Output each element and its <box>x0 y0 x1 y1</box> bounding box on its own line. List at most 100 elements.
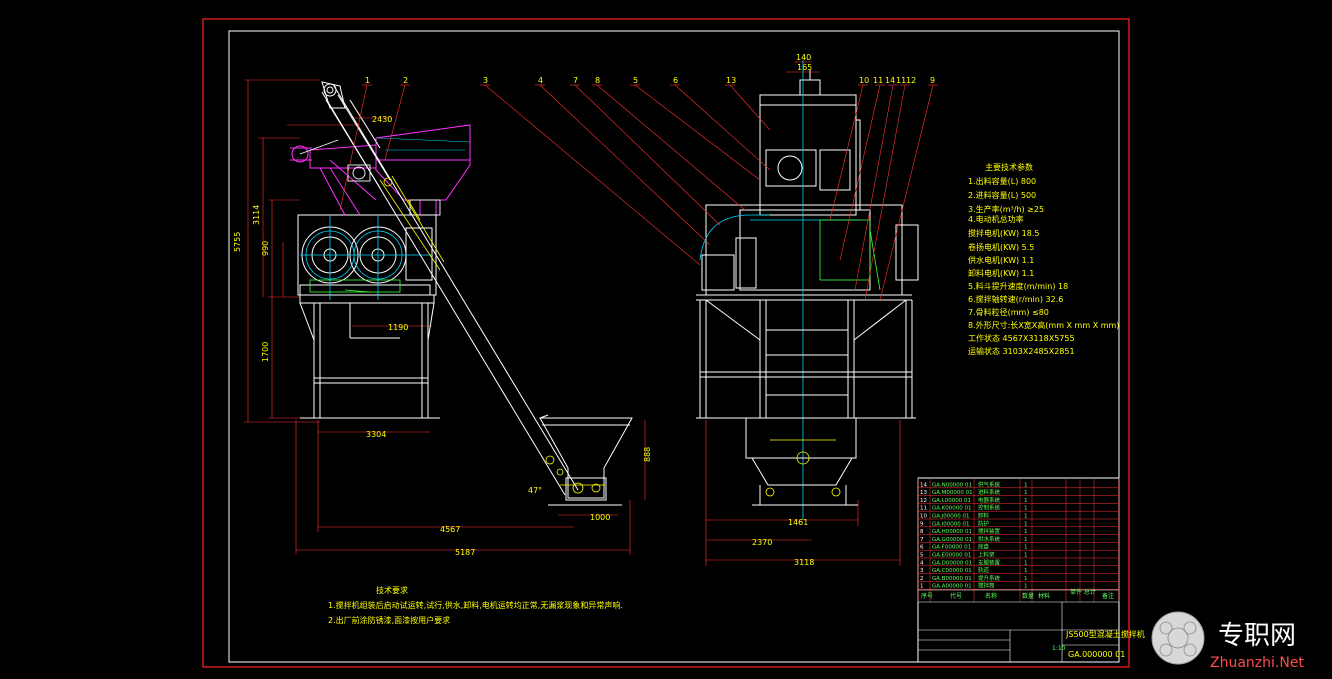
balloon-8: 8 <box>595 76 600 85</box>
watermark-logo-icon <box>1151 611 1205 665</box>
dim-angle: 47° <box>528 486 542 495</box>
balloon-3: 3 <box>483 76 488 85</box>
parts-cell: 电器系统 <box>978 496 1001 504</box>
watermark: 专职网 Zhuanzhi.Net <box>1151 611 1304 671</box>
balloon-10: 10 <box>859 76 869 85</box>
parts-cell: GA.K00000 01 <box>932 506 972 512</box>
parts-cell: GA.A00000 01 <box>932 584 972 590</box>
specs-title: 主要技术参数 <box>985 162 1033 172</box>
header-code: 代号 <box>950 592 962 600</box>
balloon-13: 13 <box>726 76 736 85</box>
outer-frame <box>202 18 1130 668</box>
parts-cell: 1 <box>1024 568 1028 574</box>
dim-width-a: 2370 <box>752 538 772 547</box>
balloon-5: 5 <box>633 76 638 85</box>
tech-line-1: 1.搅拌机组装后启动试运转,试行,供水,卸料,电机运转均正常,无漏浆现象和异常声… <box>328 600 623 610</box>
parts-cell: 控制系统 <box>978 504 1001 512</box>
parts-cell: 1 <box>1024 482 1028 488</box>
header-no: 序号 <box>921 592 933 600</box>
parts-cell: 供气系统 <box>978 480 1001 488</box>
parts-cell: 2 <box>920 576 924 582</box>
parts-cell: GA.H00000 01 <box>932 529 972 535</box>
balloon-14: 14 <box>885 76 895 85</box>
spec-line-3: 3.生产率(m³/h) ≥25 <box>968 204 1044 214</box>
spec-line-1: 1.出料容量(L) 800 <box>968 176 1036 186</box>
dim-upper-height: 3114 <box>252 205 261 225</box>
spec-line-8: 卸料电机(KW) 1.1 <box>968 268 1034 278</box>
balloon-12: 12 <box>906 76 916 85</box>
front-view: 165 140 1461 2370 3118 <box>696 53 919 567</box>
parts-cell: 1 <box>1024 506 1028 512</box>
dim-length-b: 5187 <box>455 548 475 557</box>
parts-cell: 搅拌筒 <box>978 582 995 590</box>
balloon-6: 6 <box>673 76 678 85</box>
spec-line-7: 供水电机(KW) 1.1 <box>968 255 1034 265</box>
spec-line-2: 2.进料容量(L) 500 <box>968 190 1036 200</box>
parts-cell: 供水系统 <box>978 535 1001 543</box>
spec-line-4: 4.电动机总功率 <box>968 214 1024 224</box>
dim-length-a: 4567 <box>440 525 460 534</box>
parts-cell: GA.I00000 01 <box>932 521 970 527</box>
parts-cell: 14 <box>920 482 927 488</box>
balloon-4: 4 <box>538 76 543 85</box>
spec-line-5: 搅拌电机(KW) 18.5 <box>968 228 1039 238</box>
spec-line-11: 7.骨料粒径(mm) ≤80 <box>968 307 1049 317</box>
balloon-leaders <box>339 84 938 301</box>
parts-cell: 4 <box>920 560 924 566</box>
parts-cell: 6 <box>920 545 924 551</box>
parts-cell: 搅拌装置 <box>978 527 1001 535</box>
header-material: 材料 <box>1038 592 1050 600</box>
parts-cell: 13 <box>920 490 927 496</box>
parts-cell: 底盘 <box>978 543 990 551</box>
parts-cell: 11 <box>920 506 927 512</box>
dim-hopper-height: 888 <box>643 447 652 462</box>
parts-cell: 支腿装置 <box>978 558 1001 566</box>
dim-top-len: 2430 <box>372 115 392 124</box>
parts-cell: GA.B00000 01 <box>932 576 972 582</box>
parts-cell: 1 <box>1024 490 1028 496</box>
header-qty: 数量 <box>1022 592 1034 600</box>
parts-cell: 1 <box>1024 545 1028 551</box>
parts-cell: 1 <box>1024 576 1028 582</box>
parts-cell: 1 <box>1024 537 1028 543</box>
balloon-1: 1 <box>365 76 370 85</box>
parts-cell: 上料架 <box>978 551 995 559</box>
drawing-number: GA.000000 01 <box>1068 650 1125 659</box>
dim-top-small: 140 <box>796 53 811 62</box>
tech-line-2: 2.出厂前涂防锈漆,面漆按用户要求 <box>328 615 450 625</box>
parts-cell: 10 <box>920 514 927 520</box>
balloons: 1 2 3 4 7 8 5 6 13 10 11 14 11 12 9 <box>365 76 935 85</box>
parts-cell: 轨道 <box>978 566 990 574</box>
parts-cell: 12 <box>920 498 927 504</box>
spec-line-12: 8.外形尺寸:长X宽X高(mm X mm X mm) <box>968 320 1119 330</box>
spec-line-10: 6.搅拌轴转速(r/min) 32.6 <box>968 294 1063 304</box>
parts-cell: 1 <box>1024 514 1028 520</box>
dim-top-width: 165 <box>797 63 812 72</box>
balloon-7: 7 <box>573 76 578 85</box>
parts-cell: 1 <box>1024 560 1028 566</box>
parts-header: 序号 代号 名称 数量 材料 单件 总计 备注 <box>921 588 1114 600</box>
specs-block: 主要技术参数 1.出料容量(L) 800 2.进料容量(L) 500 3.生产率… <box>968 162 1119 356</box>
inner-frame <box>228 30 1120 663</box>
parts-cell: 3 <box>920 568 924 574</box>
parts-cell: 5 <box>920 553 924 559</box>
parts-cell: 卸料 <box>978 512 990 520</box>
dim-width-b: 3118 <box>794 558 814 567</box>
parts-cell: 1 <box>920 584 924 590</box>
tech-requirements: 技术要求 1.搅拌机组装后启动试运转,试行,供水,卸料,电机运转均正常,无漏浆现… <box>328 585 623 625</box>
spec-line-13: 工作状态 4567X3118X5755 <box>968 333 1075 343</box>
watermark-en: Zhuanzhi.Net <box>1210 655 1304 671</box>
parts-cell: 1 <box>1024 521 1028 527</box>
dim-hopper-width: 1000 <box>590 513 610 522</box>
dim-h2: 1700 <box>261 342 270 362</box>
drawing-title: JS500型混凝土搅拌机 <box>1065 629 1145 639</box>
parts-cell: 7 <box>920 537 924 543</box>
dim-h1: 990 <box>261 241 270 256</box>
dim-overall-height: 5755 <box>233 232 242 252</box>
header-name: 名称 <box>985 592 997 600</box>
header-weight: 单件 总计 <box>1070 588 1096 596</box>
parts-cell: 9 <box>920 521 924 527</box>
parts-cell: GA.N00000 01 <box>932 482 972 488</box>
